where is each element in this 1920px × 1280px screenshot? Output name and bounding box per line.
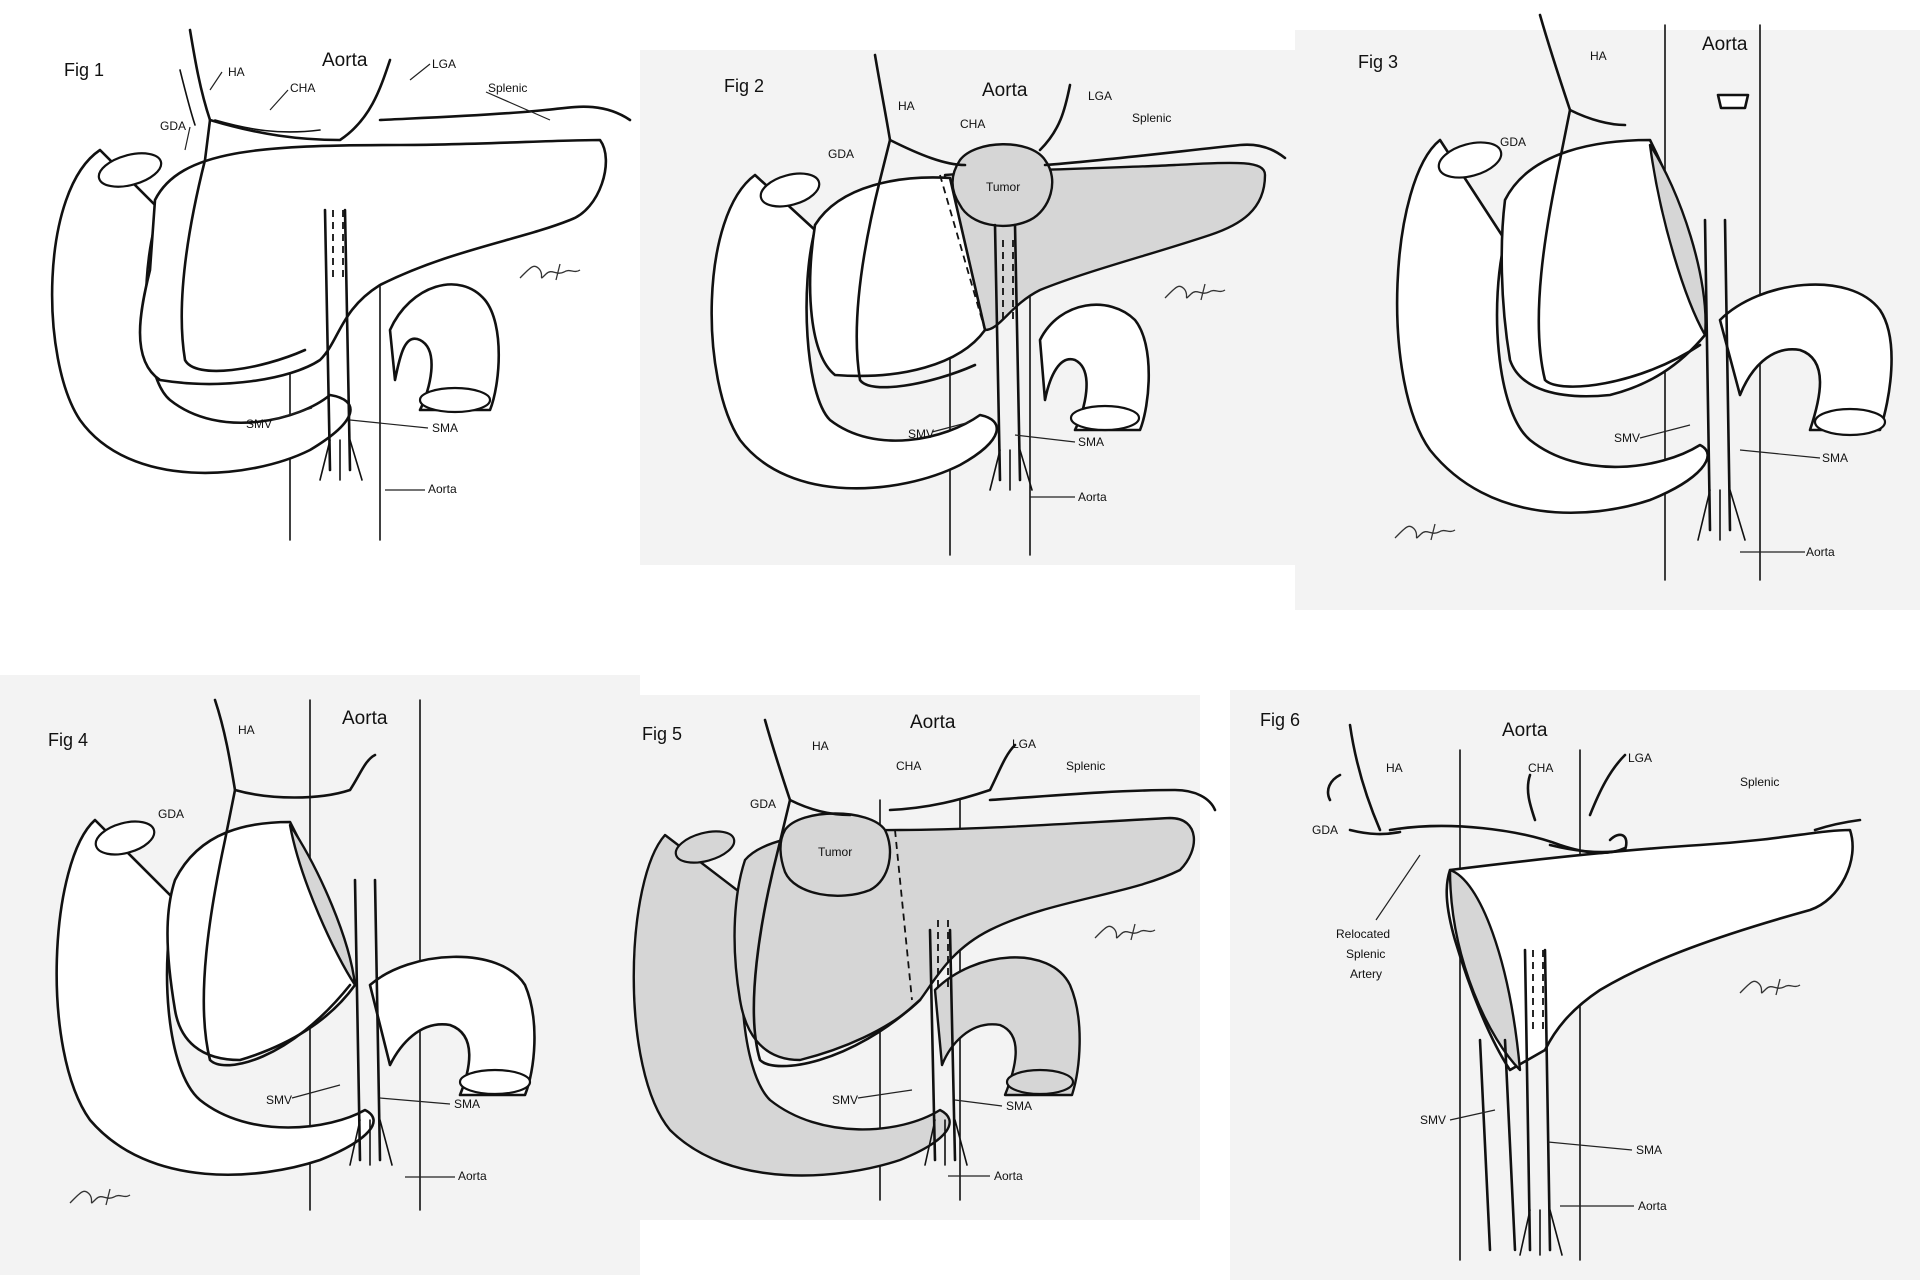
fig2-sma: SMA	[1078, 435, 1104, 449]
fig4-smv: SMV	[266, 1093, 292, 1107]
fig2-aorta-top: Aorta	[982, 80, 1028, 101]
fig2: Tumor Fig 2 Aorta HA CHA LGA Splenic GDA…	[710, 53, 1287, 556]
fig2-signature	[1164, 283, 1226, 301]
fig6-sma: SMA	[1636, 1143, 1662, 1157]
fig1: Fig 1 Aorta HA CHA LGA Splenic GDA SMV S…	[50, 28, 632, 541]
fig5-lga: LGA	[1012, 737, 1036, 751]
fig5-cha: CHA	[896, 759, 921, 773]
fig6-relocated-3: Artery	[1350, 967, 1382, 981]
fig2-gda: GDA	[828, 147, 854, 161]
fig1-sma: SMA	[432, 421, 458, 435]
fig6-cha: CHA	[1528, 761, 1553, 775]
fig4-gda: GDA	[158, 807, 184, 821]
fig6-aorta-top: Aorta	[1502, 720, 1548, 741]
fig5-signature	[1094, 923, 1156, 941]
fig3-signature	[1394, 523, 1456, 541]
fig2-aorta-bottom: Aorta	[1078, 490, 1107, 504]
fig6-splenic: Splenic	[1740, 775, 1779, 789]
fig5-sma: SMA	[1006, 1099, 1032, 1113]
fig4-head	[166, 820, 357, 1062]
fig3-sma: SMA	[1822, 451, 1848, 465]
fig2-lga: LGA	[1088, 89, 1112, 103]
fig1-splenic: Splenic	[488, 81, 527, 95]
fig5-jejunum	[933, 956, 1081, 1097]
fig1-jejunum	[388, 283, 500, 412]
fig1-lga: LGA	[432, 57, 456, 71]
fig5-label: Fig 5	[642, 724, 682, 744]
fig2-duodenum	[710, 173, 999, 490]
fig2-jejunum	[1038, 303, 1150, 432]
fig3-jejunum	[1718, 283, 1893, 432]
fig4-jejunum	[368, 955, 536, 1097]
fig2-smv: SMV	[908, 427, 934, 441]
fig6-lga: LGA	[1628, 751, 1652, 765]
fig4-label: Fig 4	[48, 730, 88, 750]
fig6-smv: SMV	[1420, 1113, 1446, 1127]
fig5: Tumor Fig 5 Aorta HA CHA LGA Splenic GDA…	[632, 712, 1217, 1201]
fig5-aorta-bottom: Aorta	[994, 1169, 1023, 1183]
fig4-sma: SMA	[454, 1097, 480, 1111]
fig6-signature	[1739, 978, 1801, 996]
fig3-aorta-top: Aorta	[1702, 34, 1748, 55]
fig4-aorta-top: Aorta	[342, 708, 388, 729]
fig2-ha: HA	[898, 99, 915, 113]
fig1-aorta-top: Aorta	[322, 50, 368, 71]
fig2-label: Fig 2	[724, 76, 764, 96]
fig4-signature	[69, 1188, 131, 1206]
fig1-label: Fig 1	[64, 60, 104, 80]
fig1-aorta-bottom: Aorta	[428, 482, 457, 496]
fig4: Fig 4 Aorta HA GDA SMV SMA Aorta	[48, 698, 536, 1211]
fig1-ha: HA	[228, 65, 245, 79]
fig3: Fig 3 Aorta HA GDA SMV SMA Aorta	[1358, 13, 1893, 581]
fig3-duodenum	[1395, 138, 1709, 515]
fig5-gda: GDA	[750, 797, 776, 811]
fig1-smv: SMV	[246, 417, 272, 431]
fig6: Fig 6 Aorta HA CHA LGA Splenic GDA Reloc…	[1260, 710, 1862, 1261]
fig6-aorta-bottom: Aorta	[1638, 1199, 1667, 1213]
fig6-gda: GDA	[1312, 823, 1338, 837]
fig6-ha: HA	[1386, 761, 1403, 775]
fig6-label: Fig 6	[1260, 710, 1300, 730]
fig6-relocated-2: Splenic	[1346, 947, 1385, 961]
fig1-cha: CHA	[290, 81, 315, 95]
fig6-relocated-1: Relocated	[1336, 927, 1390, 941]
fig2-tumor-label: Tumor	[986, 180, 1020, 194]
fig3-label: Fig 3	[1358, 52, 1398, 72]
fig3-smv: SMV	[1614, 431, 1640, 445]
fig5-ha: HA	[812, 739, 829, 753]
fig4-ha: HA	[238, 723, 255, 737]
fig3-ha: HA	[1590, 49, 1607, 63]
fig1-signature	[519, 263, 581, 281]
fig1-gda: GDA	[160, 119, 186, 133]
fig2-splenic: Splenic	[1132, 111, 1171, 125]
fig1-pancreas	[138, 138, 608, 386]
fig2-cha: CHA	[960, 117, 985, 131]
fig3-head	[1500, 138, 1707, 398]
fig3-aorta-bottom: Aorta	[1806, 545, 1835, 559]
fig4-aorta-bottom: Aorta	[458, 1169, 487, 1183]
fig5-tumor-label: Tumor	[818, 845, 852, 859]
fig4-duodenum	[55, 818, 375, 1177]
fig5-smv: SMV	[832, 1093, 858, 1107]
fig2-tumor	[951, 143, 1054, 228]
fig5-splenic: Splenic	[1066, 759, 1105, 773]
fig3-gda: GDA	[1500, 135, 1526, 149]
fig5-duodenum	[632, 833, 951, 1177]
fig5-aorta-top: Aorta	[910, 712, 956, 733]
